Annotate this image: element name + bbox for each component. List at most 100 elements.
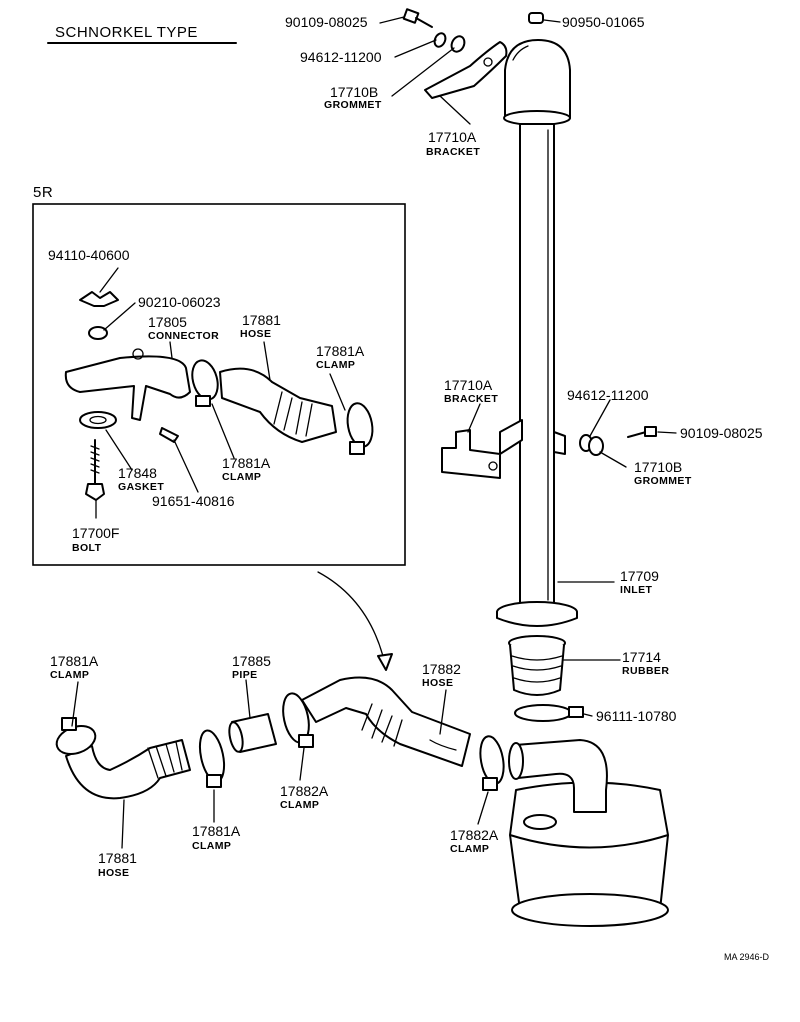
lower-hose-ribs <box>147 741 183 779</box>
hose-17882-main <box>301 676 471 767</box>
bolt-thread <box>90 445 100 474</box>
pipe-17885 <box>228 713 277 753</box>
label-91651: 91651-40816 <box>152 493 235 509</box>
top-bolt-90109 <box>402 8 433 28</box>
air-cleaner <box>508 739 669 927</box>
clamp-band <box>514 704 572 722</box>
label-17848: 17848 <box>118 465 157 481</box>
gasket-hole <box>89 415 107 425</box>
mid-bolt-shank <box>627 431 647 438</box>
rubber-boot-17714 <box>508 635 566 696</box>
air-cleaner-port <box>523 814 557 830</box>
inlet-flange-edge <box>496 612 578 627</box>
label-inlet: INLET <box>620 584 653 596</box>
flow-arrowhead <box>377 653 393 671</box>
label-17709: 17709 <box>620 568 659 584</box>
inlet-pipe <box>519 123 555 609</box>
label-bolt: BOLT <box>72 542 102 554</box>
label-17885: 17885 <box>232 653 271 669</box>
screw-head <box>528 12 544 24</box>
label-17882a-left: 17882A <box>280 783 329 799</box>
air-cleaner-upper <box>509 781 669 849</box>
clamp-screw <box>61 717 77 731</box>
label-17882: 17882 <box>422 661 461 677</box>
clamp-screw <box>568 706 584 718</box>
inset-clamp-b-screw <box>349 441 365 455</box>
label-clamp-left: CLAMP <box>50 669 89 681</box>
pipe-end <box>228 721 244 753</box>
label-bracket-mid: BRACKET <box>444 393 498 405</box>
washer-90210 <box>88 326 108 340</box>
air-cleaner-base-rim <box>511 893 669 927</box>
label-bracket-top: BRACKET <box>426 146 480 158</box>
main-hose-body <box>301 676 471 767</box>
clamp-17881a-left <box>55 717 97 756</box>
label-gasket: GASKET <box>118 481 164 493</box>
inset-5r-parts <box>64 291 374 501</box>
clamp-screw <box>298 734 314 748</box>
flow-arrow <box>317 571 386 665</box>
clamp-screw <box>482 777 498 791</box>
top-bracket-17710a <box>424 41 508 99</box>
connector-nut <box>132 348 144 360</box>
inset-5r-frame <box>32 203 406 566</box>
mid-bracket-17710a <box>441 419 523 479</box>
clamp-96111 <box>514 704 584 722</box>
bolt-shank <box>415 17 433 28</box>
air-cleaner-elbow <box>514 739 608 813</box>
label-clamp-inset-a: CLAMP <box>316 359 355 371</box>
pipe-tab-right <box>553 431 566 455</box>
mid-bracket-body <box>441 419 523 479</box>
label-pipe: PIPE <box>232 669 258 681</box>
label-17710b-mid: 17710B <box>634 459 682 475</box>
label-96111: 96111-10780 <box>596 708 677 724</box>
main-hose-ribs <box>361 703 403 747</box>
label-grommet-mid: GROMMET <box>634 475 692 487</box>
label-17881a-mid-lower: 17881A <box>192 823 241 839</box>
label-90109-top: 90109-08025 <box>285 14 368 30</box>
connector-17805 <box>64 355 191 421</box>
label-90210: 90210-06023 <box>138 294 221 310</box>
label-90950: 90950-01065 <box>562 14 645 30</box>
top-screw-90950 <box>528 12 544 24</box>
label-clamp-mid-lower: CLAMP <box>192 840 231 852</box>
snorkel-cap-rim <box>503 110 571 126</box>
top-bracket-hole <box>483 57 493 67</box>
label-94612-top: 94612-11200 <box>300 49 382 65</box>
mid-bolt-90109 <box>627 426 657 438</box>
clamp-screw <box>206 774 222 788</box>
label-94110: 94110-40600 <box>48 247 130 263</box>
mid-bracket-hole <box>488 461 498 471</box>
wing-nut-94110 <box>79 291 119 307</box>
label-17881a-inset-a: 17881A <box>316 343 365 359</box>
label-rubber: RUBBER <box>622 665 669 677</box>
label-clamp-17882a-left: CLAMP <box>280 799 319 811</box>
label-grommet-top: GROMMET <box>324 99 382 111</box>
label-clamp-inset-b: CLAMP <box>222 471 261 483</box>
diagram-title: SCHNORKEL TYPE <box>55 24 198 41</box>
leader-lines <box>71 16 677 849</box>
top-washer-94612 <box>433 32 447 48</box>
label-connector: CONNECTOR <box>148 330 219 342</box>
hose-17881-lower <box>65 739 191 800</box>
top-grommet-17710b <box>450 35 466 53</box>
label-17881a-inset-b: 17881A <box>222 455 271 471</box>
label-hose-inset: HOSE <box>240 328 271 340</box>
reference-code: MA 2946-D <box>724 952 770 962</box>
inset-hose-ribs <box>273 391 313 437</box>
label-17881a-left: 17881A <box>50 653 99 669</box>
label-17714: 17714 <box>622 649 661 665</box>
boot-ribs <box>511 655 563 683</box>
label-17882a-right: 17882A <box>450 827 499 843</box>
label-clamp-17882a-right: CLAMP <box>450 843 489 855</box>
label-94612-mid: 94612-11200 <box>567 387 649 403</box>
mid-bolt-head <box>644 426 657 437</box>
label-17881-inset: 17881 <box>242 312 281 328</box>
label-hose-lower: HOSE <box>98 867 129 879</box>
mid-grommet-17710b <box>588 436 604 456</box>
snorkel-inlet-assembly <box>496 39 578 627</box>
clamp-17881a-mid <box>198 729 226 788</box>
label-17710a-mid: 17710A <box>444 377 493 393</box>
bolt-head <box>402 8 420 24</box>
